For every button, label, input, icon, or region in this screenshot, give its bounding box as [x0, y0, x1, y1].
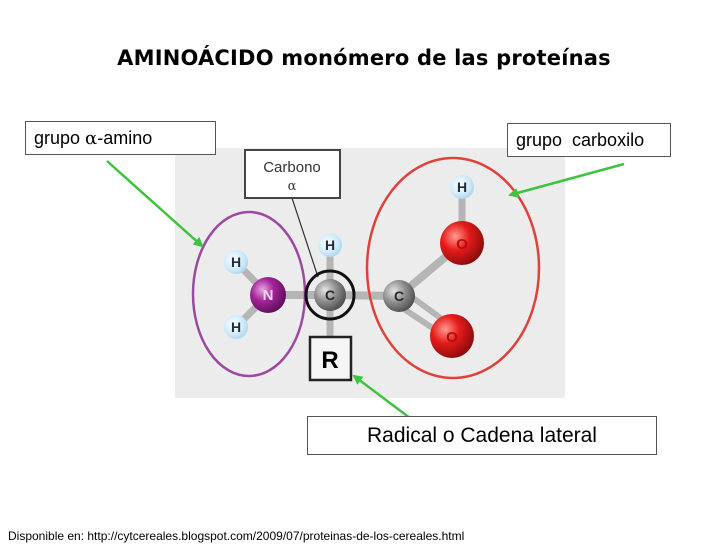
carboxyl-carbon-atom: C: [383, 280, 415, 312]
alpha-carbon-atom: C: [314, 279, 346, 311]
source-footer: Disponible en: http://cytcereales.blogsp…: [8, 529, 464, 543]
arrow-radical: [354, 376, 410, 418]
svg-text:C: C: [394, 288, 404, 304]
arrow-amino: [107, 161, 202, 246]
oxygen-atom-carbonyl: O: [430, 314, 474, 358]
svg-text:N: N: [263, 287, 274, 304]
radical-chain-label: Radical o Cadena lateral: [307, 416, 657, 455]
carbono-alpha-symbol: α: [288, 179, 297, 194]
hydrogen-atom-carboxyl: H: [450, 175, 474, 199]
arrow-carboxilo: [510, 164, 624, 195]
amino-label-suffix: -amino: [97, 128, 152, 148]
radical-r-box: R: [310, 337, 351, 380]
svg-text:H: H: [325, 237, 335, 253]
carbono-pointer-line: [292, 198, 318, 277]
svg-text:H: H: [231, 319, 241, 335]
carbono-alpha-label: Carbono α: [245, 150, 340, 198]
svg-text:R: R: [321, 347, 338, 374]
svg-text:C: C: [325, 287, 335, 303]
svg-text:H: H: [231, 254, 241, 270]
nitrogen-atom: N: [250, 277, 286, 313]
amino-label-prefix: grupo: [34, 128, 85, 148]
oxygen-atom-hydroxyl: O: [440, 221, 484, 265]
svg-text:H: H: [457, 179, 467, 195]
alpha-symbol: α: [85, 128, 97, 149]
hydrogen-atom-amino-bottom: H: [224, 315, 248, 339]
amino-group-label: grupo α-amino: [25, 121, 216, 155]
hydrogen-atom-alpha: H: [318, 233, 342, 257]
svg-text:O: O: [446, 329, 458, 346]
carboxyl-group-label: grupo carboxilo: [507, 123, 671, 157]
hydrogen-atom-amino-top: H: [224, 250, 248, 274]
svg-text:O: O: [456, 236, 468, 253]
carbono-label-text: Carbono: [263, 159, 321, 176]
bonds: [236, 188, 462, 336]
